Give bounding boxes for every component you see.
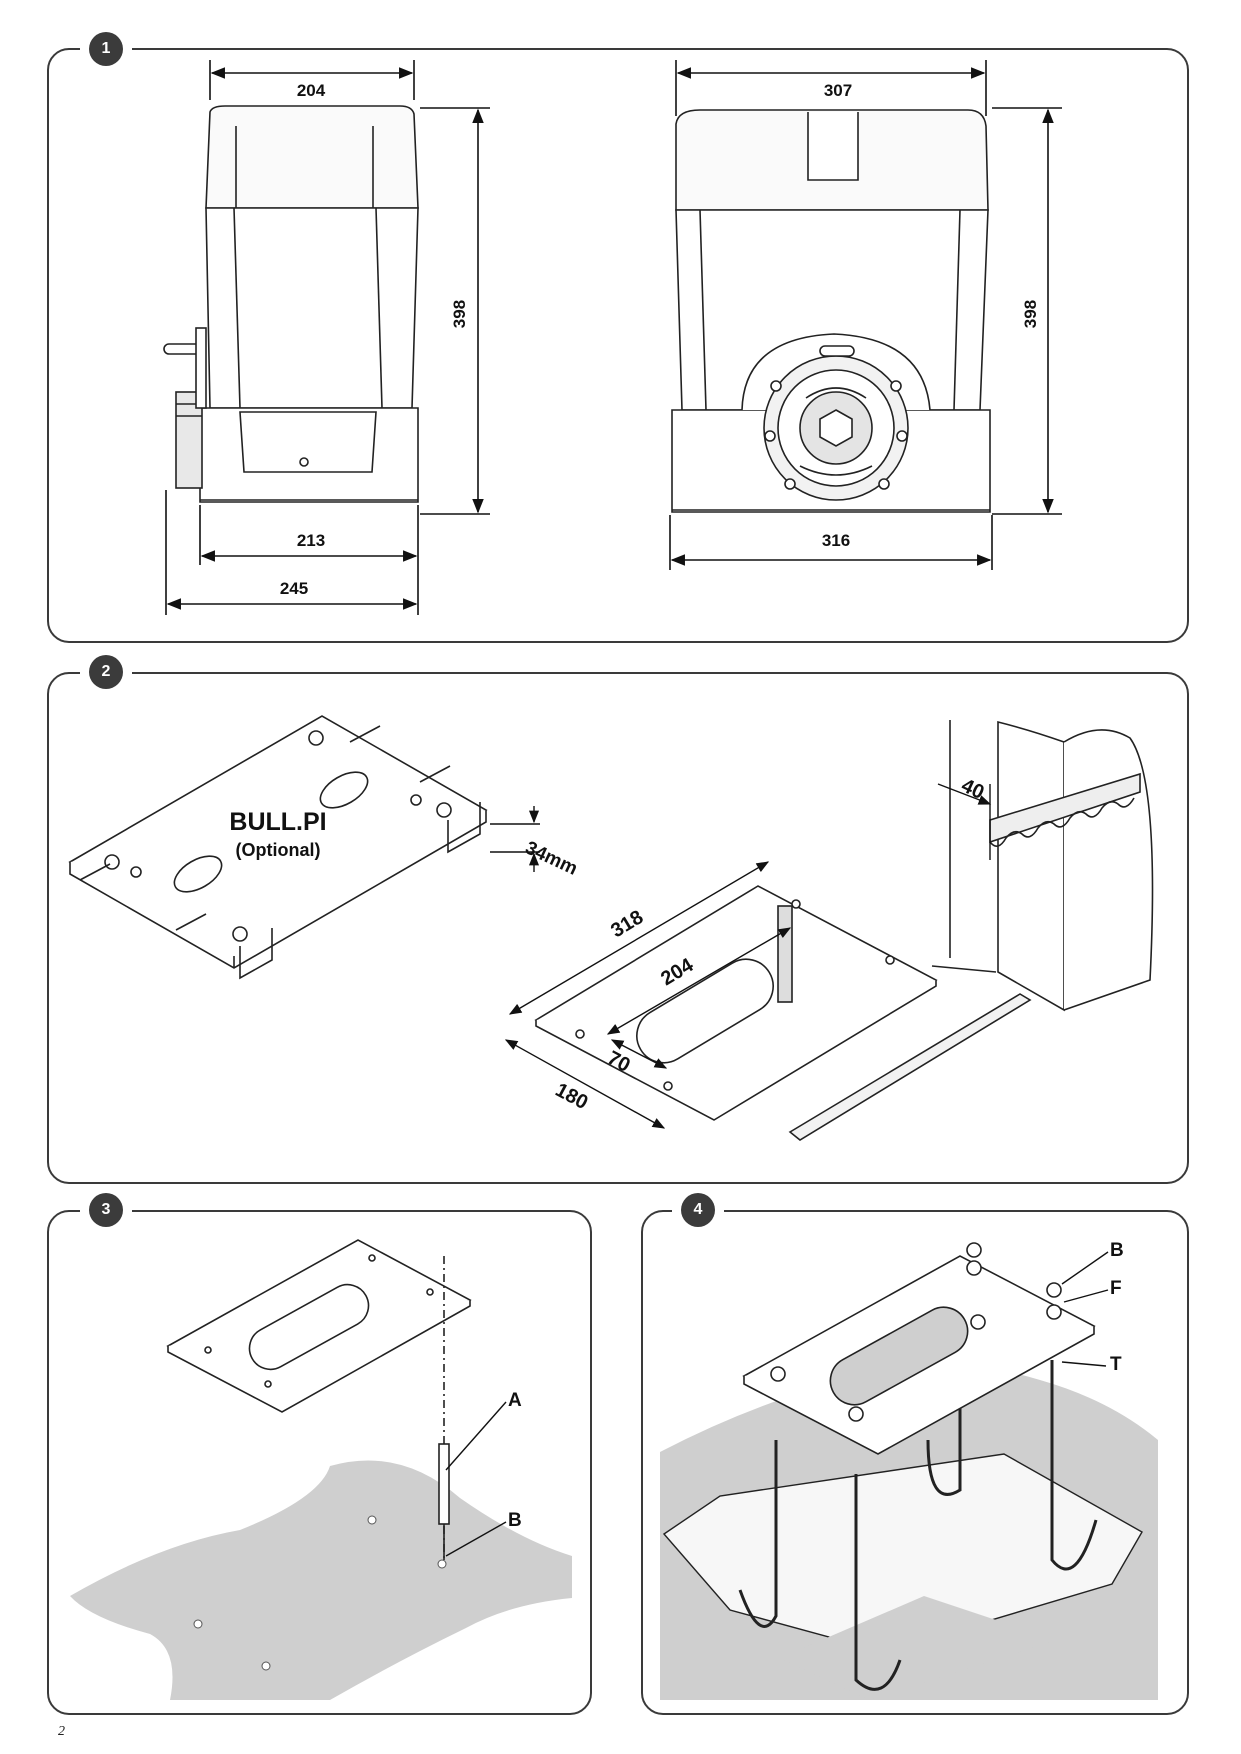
label-b-panel4: B [1110,1240,1124,1261]
plate-name: BULL.PI [229,808,326,836]
side-dimensions [669,60,1062,570]
label-a: A [508,1390,522,1411]
dim-front-height: 398 [450,300,469,328]
panel-2-badge: 2 [89,655,123,689]
plate-note: (Optional) [236,840,321,860]
panel-3-frame [47,1210,592,1715]
motor-side-view [671,109,991,513]
plate-height: 34mm [522,837,581,879]
dim-overall-width: 245 [280,579,308,598]
dim-top-width: 204 [297,81,326,100]
label-b-panel3: B [508,1510,522,1531]
panel-1-frame [47,48,1189,643]
label-f: F [1110,1278,1122,1299]
front-dimensions [165,60,490,615]
dim-side-height: 398 [1021,300,1040,328]
plate-4 [742,1242,1096,1455]
dim-base-width: 213 [297,531,325,550]
ground-area-3 [70,1460,572,1700]
callouts-4 [1061,1251,1109,1367]
callouts-3 [445,1401,507,1557]
motor-front-view [163,105,419,503]
anchor-bolts-4 [738,1360,1098,1691]
panel-1-badge: 1 [89,32,123,66]
bull-pi-plate [68,715,488,980]
rack-offset: 40 [958,775,987,804]
panel-4-frame [641,1210,1189,1715]
ground-area-4 [660,1363,1158,1700]
dim-side-top-width: 307 [824,81,852,100]
plate-3 [166,1239,472,1560]
panel-4-badge: 4 [681,1193,715,1227]
page-number: 2 [58,1724,65,1739]
panel-2-frame [47,672,1189,1184]
foundation-dims [504,861,792,1129]
dim-side-base-width: 316 [822,531,850,550]
label-t: T [1110,1354,1122,1375]
panel-3-badge: 3 [89,1193,123,1227]
rack-offset-dim [937,783,992,860]
gate-with-rack [788,720,1154,1141]
